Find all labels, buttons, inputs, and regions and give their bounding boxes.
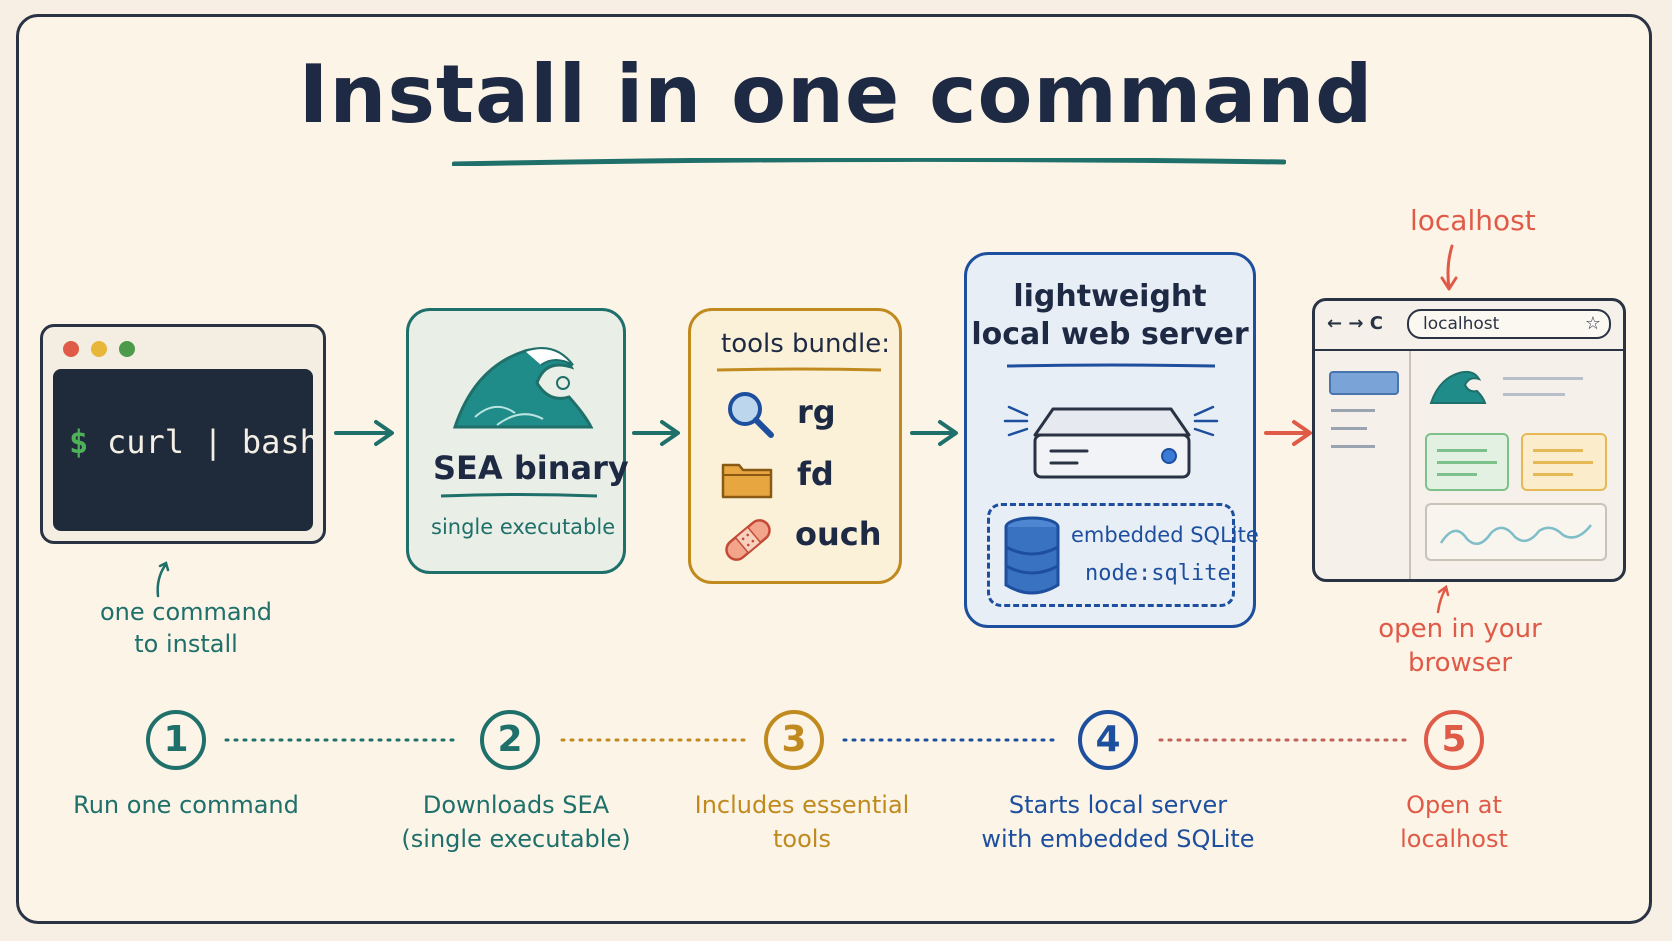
arrow-up-icon [1436, 584, 1450, 614]
terminal-command: curl | bash [107, 423, 319, 461]
sidebar-line [1331, 409, 1375, 412]
arrow-right-icon [1264, 420, 1312, 446]
folder-icon [721, 463, 773, 499]
embedded-db-box [987, 503, 1235, 607]
browser-sidebar-divider [1409, 351, 1411, 579]
browser-address-bar[interactable]: localhost ☆ [1407, 309, 1611, 339]
step-2-number: 2 [480, 710, 540, 770]
sea-binary-sublabel: single executable [431, 515, 616, 539]
tool-item-rg: rg [797, 393, 836, 431]
sea-divider [440, 493, 598, 498]
sidebar-line [1331, 427, 1367, 430]
step-5-number: 5 [1424, 710, 1484, 770]
content-card-green [1425, 433, 1509, 491]
server-label-line1: lightweight [1013, 279, 1207, 314]
step-1-caption: Run one command [73, 791, 299, 819]
window-close-dot [63, 341, 79, 357]
tools-bundle-card: tools bundle: rg fd ouch [688, 308, 902, 584]
arrow-down-icon [1440, 244, 1458, 291]
sidebar-active-item [1329, 371, 1399, 395]
sea-binary-label: SEA binary [433, 449, 629, 487]
tool-item-ouch: ouch [795, 515, 882, 553]
wave-logo-icon [1429, 370, 1487, 404]
db-label-line1: embedded SQLite [1071, 523, 1259, 547]
arrow-up-icon [156, 561, 170, 598]
bandage-icon [725, 519, 771, 561]
timeline-connectors [224, 738, 1412, 742]
content-line [1503, 377, 1583, 380]
terminal-prompt: $ [69, 423, 89, 461]
db-label-line2: node:sqlite [1085, 561, 1231, 586]
terminal-screen [53, 369, 313, 531]
database-icon [1004, 516, 1060, 595]
sparkline-icon [1439, 524, 1592, 546]
browser-nav-controls[interactable]: ← → C [1327, 313, 1383, 334]
tools-heading: tools bundle: [721, 329, 890, 359]
arrow-right-icon [334, 420, 394, 446]
step-1-number: 1 [146, 710, 206, 770]
sidebar-line [1331, 445, 1375, 448]
server-label-line2: local web server [971, 317, 1249, 352]
bookmark-star-icon[interactable]: ☆ [1584, 313, 1601, 334]
server-icon [1003, 405, 1219, 479]
arrow-right-icon [632, 420, 680, 446]
title-underline [452, 158, 1286, 166]
window-minimize-dot [91, 341, 107, 357]
step-2-caption: Downloads SEA(single executable) [401, 791, 631, 853]
window-maximize-dot [119, 341, 135, 357]
content-chart-panel [1425, 503, 1607, 561]
content-card-yellow [1521, 433, 1607, 491]
browser-window: ← → C localhost ☆ [1312, 298, 1626, 582]
step-4-number: 4 [1078, 710, 1138, 770]
tools-divider [716, 367, 882, 372]
page-title: Install in one command [298, 48, 1374, 141]
browser-toolbar-divider [1315, 349, 1623, 351]
web-server-card: lightweight local web server embedded SQ… [964, 252, 1259, 628]
tool-item-fd: fd [797, 455, 834, 493]
magnifier-icon [728, 392, 774, 438]
note-localhost: localhost [1410, 204, 1536, 237]
sea-binary-card: SEA binary single executable [406, 308, 629, 574]
step-3-number: 3 [764, 710, 824, 770]
arrow-right-icon [910, 420, 958, 446]
content-line [1503, 393, 1565, 396]
server-divider [1006, 363, 1216, 368]
wave-icon [452, 347, 594, 429]
terminal-window: $ curl | bash [40, 324, 326, 544]
address-text: localhost [1423, 314, 1500, 334]
